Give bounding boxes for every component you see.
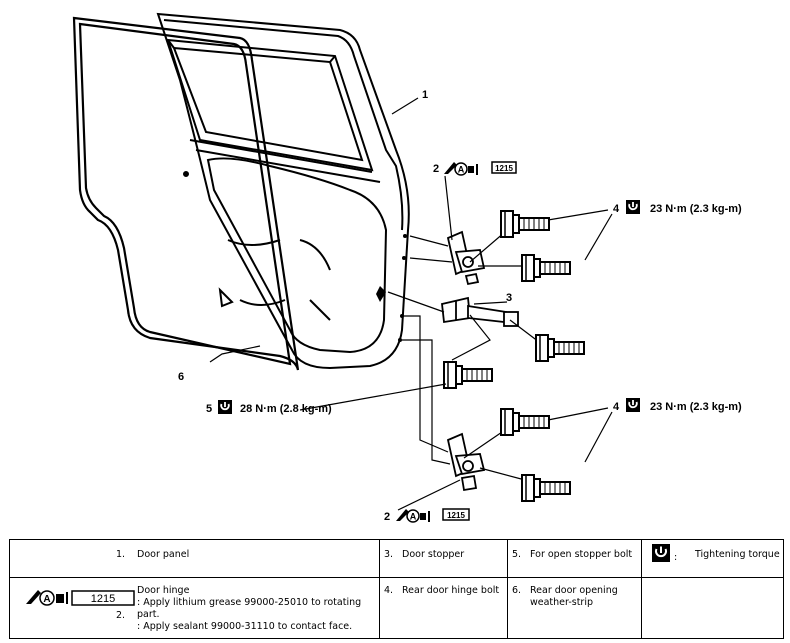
legend-num-6: 6.	[512, 585, 522, 596]
torque-icon-bottom	[625, 397, 641, 413]
grease-sealant-icon-bottom	[395, 508, 431, 523]
alignment-lines	[387, 231, 544, 481]
callout-6: 6	[178, 371, 184, 383]
leader-lines	[209, 97, 613, 511]
callout-3: 3	[506, 292, 512, 304]
legend-cell-4: 4. Rear door hinge bolt	[379, 577, 508, 639]
legend-label-door-hinge: Door hinge	[137, 585, 190, 596]
legend-note-grease: : Apply lithium grease 99000-25010 to ro…	[137, 597, 362, 620]
bolt-upper-2	[521, 254, 571, 282]
legend-cell-5: 5. For open stopper bolt	[507, 539, 642, 578]
callout-2-bottom: 2	[384, 511, 390, 523]
torque-value-bottom: 23 N·m (2.3 kg-m)	[650, 401, 742, 413]
torque-icon-stopper	[217, 399, 233, 415]
callout-2-top: 2	[433, 163, 439, 175]
sealant-code-box-bottom: 1215	[442, 508, 470, 521]
bolt-upper-1	[500, 210, 550, 238]
door-stopper	[441, 296, 519, 327]
rear-door-exploded-diagram: A	[72, 12, 742, 523]
svg-text:1215: 1215	[91, 593, 115, 605]
svg-text:1215: 1215	[495, 164, 513, 173]
callout-5: 5	[206, 403, 212, 415]
bolt-stopper-right	[535, 334, 585, 362]
legend-num-5: 5.	[512, 549, 522, 560]
legend-label-tightening-torque: Tightening torque	[695, 549, 780, 560]
legend-num-1: 1.	[116, 549, 126, 560]
callout-1: 1	[422, 89, 428, 101]
torque-icon-top	[625, 199, 641, 215]
legend-label-stopper-bolt: For open stopper bolt	[530, 549, 633, 560]
bolt-lower-1	[500, 408, 550, 436]
legend-cell-empty	[641, 577, 784, 639]
legend-cell-torque: : Tightening torque	[641, 539, 784, 578]
legend-cell-3: 3. Door stopper	[379, 539, 508, 578]
legend-cell-2: A 1215 2. Door hinge : Apply lithium gre…	[9, 577, 380, 639]
legend-grease-sealant-icon: A 1215	[26, 590, 135, 606]
weather-strip	[72, 16, 300, 371]
legend-note-sealant: : Apply sealant 99000-31110 to contact f…	[137, 621, 353, 632]
legend-label-door-panel: Door panel	[137, 549, 190, 560]
svg-text:1215: 1215	[447, 511, 465, 520]
legend-label-weather-strip: Rear door opening weather-strip	[530, 585, 618, 608]
callout-4-bottom: 4	[613, 401, 620, 413]
legend-table: 1. Door panel 3. Door stopper 5. For ope…	[9, 539, 784, 639]
bolt-lower-2	[521, 474, 571, 502]
svg-text:A: A	[43, 594, 50, 605]
legend-num-2: 2.	[116, 610, 126, 621]
legend-cell-1: 1. Door panel	[9, 539, 380, 578]
torque-value-stopper: 28 N·m (2.8 kg-m)	[240, 403, 332, 415]
callout-4-top: 4	[613, 203, 620, 215]
sealant-code-box-top: 1215	[491, 161, 517, 174]
legend-num-3: 3.	[384, 549, 394, 560]
legend-label-door-stopper: Door stopper	[402, 549, 465, 560]
bolt-stopper-left	[443, 361, 493, 389]
lower-hinge	[446, 432, 486, 492]
torque-value-top: 23 N·m (2.3 kg-m)	[650, 203, 742, 215]
legend-torque-colon: :	[674, 552, 678, 563]
door-mount-points	[376, 234, 407, 342]
door-panel	[156, 12, 410, 370]
upper-hinge	[446, 230, 486, 286]
legend-num-4: 4.	[384, 585, 394, 596]
legend-cell-6: 6. Rear door opening weather-strip	[507, 577, 642, 639]
legend-label-hinge-bolt: Rear door hinge bolt	[402, 585, 500, 596]
tightening-torque-icon	[652, 544, 670, 562]
grease-sealant-icon-top	[443, 161, 479, 176]
